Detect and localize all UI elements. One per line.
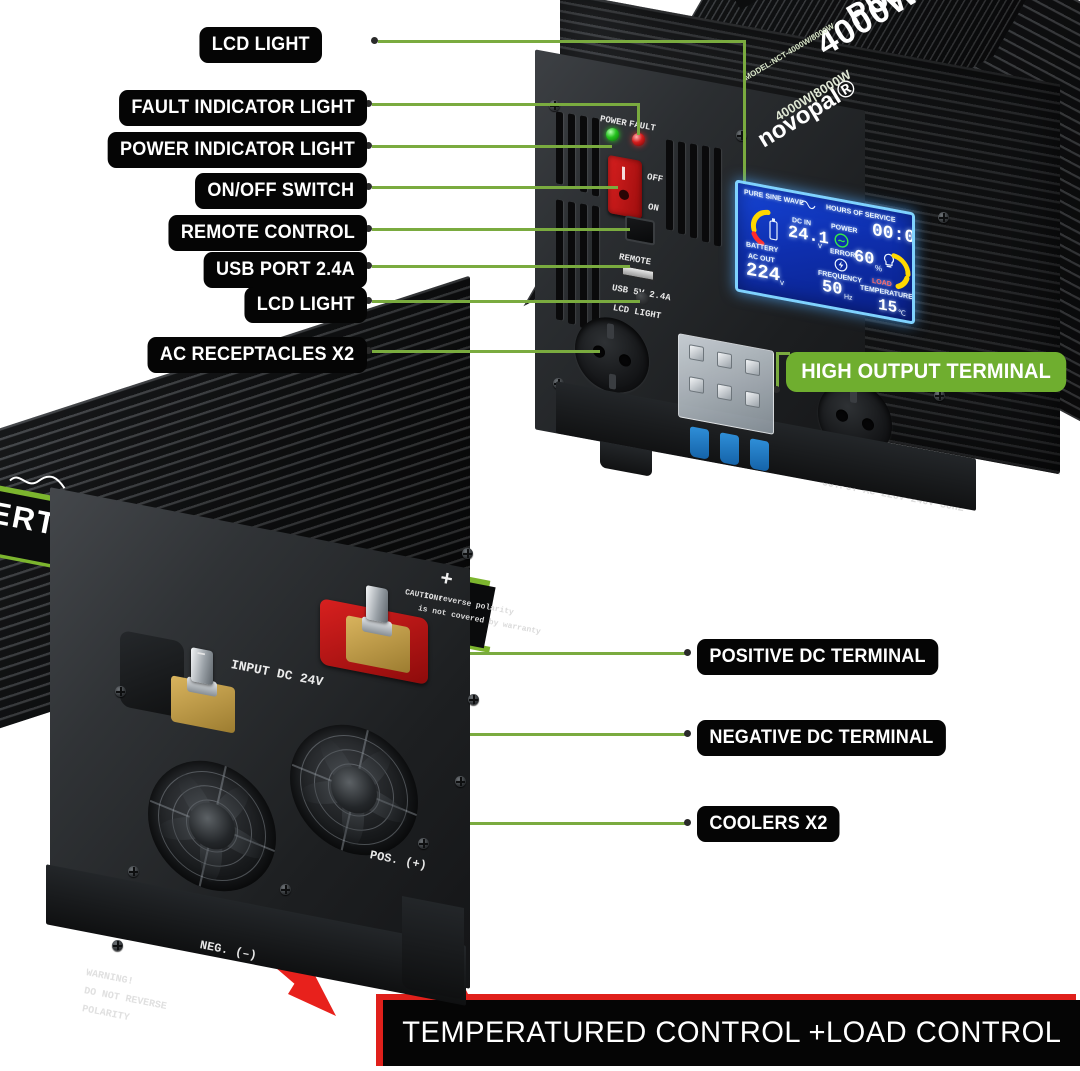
callout-fault-indicator-light[interactable]: FAULT INDICATOR LIGHT (118, 90, 367, 126)
callout-coolers[interactable]: COOLERS X2 (697, 806, 840, 842)
fault-indicator-led (632, 133, 645, 146)
leader-dot-lcd-light-btn (365, 297, 372, 304)
wave-logo-icon (9, 475, 66, 489)
high-output-terminal-block (678, 333, 774, 435)
mounting-bracket-tab-bottom (402, 895, 464, 1001)
error-status-icon (834, 258, 848, 272)
load-gauge-icon (891, 253, 911, 290)
wire-boot-2 (720, 432, 739, 466)
leader-line-remote-h (372, 228, 630, 231)
callout-on-off-switch[interactable]: ON/OFF SWITCH (195, 173, 367, 209)
power-indicator-led (606, 128, 619, 141)
leader-dot-high-output (773, 386, 780, 393)
battery-gauge-icon (751, 209, 778, 246)
lcd-ac-out-unit: v (780, 277, 784, 288)
leader-dot-coolers (684, 819, 691, 826)
lcd-temperature-value: 15 (878, 295, 898, 318)
switch-on-label: ON (647, 202, 660, 214)
leader-line-switch-h (372, 186, 618, 189)
banner-label: TEMPERATURED CONTROL +LOAD CONTROL (401, 1016, 1062, 1049)
leader-line-lcd-light-top-h (378, 40, 746, 43)
callout-power-indicator-light[interactable]: POWER INDICATOR LIGHT (107, 132, 367, 168)
callout-high-output-terminal[interactable]: HIGH OUTPUT TERMINAL (786, 352, 1067, 392)
leader-line-coolers-h (428, 822, 690, 825)
leader-dot-positive-dc (684, 649, 691, 656)
leader-dot-fault (365, 100, 372, 107)
callout-lcd-light-top[interactable]: LCD LIGHT (199, 27, 322, 63)
leader-dot-switch (365, 183, 372, 190)
leader-dot-lcd-light-top (371, 37, 378, 44)
callout-usb-port[interactable]: USB PORT 2.4A (203, 252, 367, 288)
lcd-dc-in-unit: v (818, 240, 822, 251)
leader-dot-negative-dc (684, 730, 691, 737)
lcd-load-percent: 60 (854, 247, 875, 271)
callout-lcd-light-button[interactable]: LCD LIGHT (244, 287, 367, 323)
leader-dot-remote (365, 225, 372, 232)
leader-line-ac-receptacles-h (372, 350, 600, 353)
leader-line-lcd-light-btn-h (372, 300, 640, 303)
sine-wave-icon (800, 200, 816, 210)
callout-ac-receptacles[interactable]: AC RECEPTACLES X2 (147, 337, 367, 373)
wire-boot-1 (690, 426, 709, 460)
lcd-dc-in-value: 24.1 (788, 223, 829, 250)
power-status-icon (834, 233, 849, 248)
lcd-frequency-unit: Hz (844, 293, 853, 303)
leader-line-usb-h (372, 265, 630, 268)
leader-line-positive-dc-h (437, 652, 689, 655)
lcd-ac-out-value: 224 (746, 258, 781, 287)
leader-line-high-output-h (776, 352, 790, 355)
callout-remote-control[interactable]: REMOTE CONTROL (168, 215, 367, 251)
leader-dot-power (365, 142, 372, 149)
callout-positive-dc-terminal[interactable]: POSITIVE DC TERMINAL (697, 639, 939, 675)
leader-line-high-output-v (776, 352, 779, 390)
lcd-frequency-value: 50 (822, 277, 843, 301)
leader-dot-usb (365, 262, 372, 269)
leader-line-power-h (372, 145, 612, 148)
lcd-temperature-unit: ℃ (898, 309, 906, 318)
lcd-display: PURE SINE WAVE HOURS OF SERVICE 00:02 BA… (735, 179, 915, 325)
wire-boot-3 (750, 438, 769, 472)
callout-negative-dc-terminal[interactable]: NEGATIVE DC TERMINAL (697, 720, 946, 756)
leader-line-fault-h (372, 103, 640, 106)
lcd-hours-label: HOURS OF SERVICE (826, 204, 896, 225)
lcd-hours-value: 00:02 (872, 220, 915, 251)
leader-line-lcd-light-top-v (743, 40, 746, 205)
leader-dot-ac-receptacles (365, 347, 372, 354)
banner-temperature-load-control: TEMPERATURED CONTROL +LOAD CONTROL (383, 1000, 1080, 1066)
leader-line-fault-v (637, 103, 640, 135)
